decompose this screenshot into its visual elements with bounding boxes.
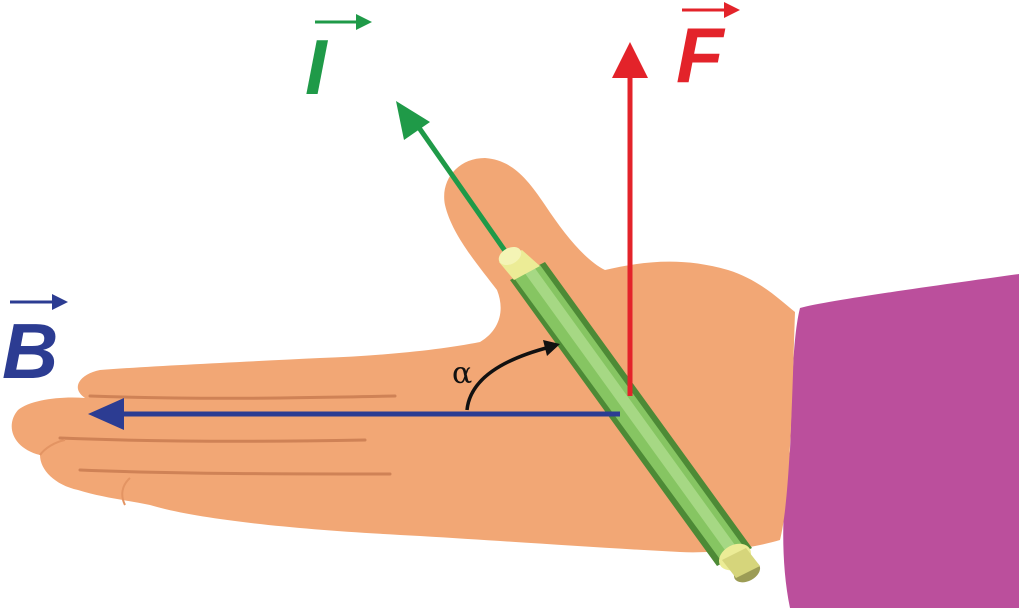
current-symbol: I: [305, 23, 328, 111]
current-label: I: [305, 14, 372, 111]
field-vector-arrowhead: [88, 398, 124, 430]
field-label: B: [2, 294, 68, 395]
angle-label: α: [452, 356, 472, 391]
conductor-rod: [498, 246, 761, 583]
finger-crease: [78, 468, 392, 476]
sleeve: [783, 274, 1019, 608]
angle-arc: [465, 345, 551, 411]
vector-arrow-icon: [356, 14, 372, 30]
current-vector-line: [412, 120, 513, 260]
vector-arrow-icon: [724, 2, 740, 18]
force-label: F: [676, 2, 740, 99]
finger-crease: [39, 439, 66, 456]
finger-crease: [88, 394, 397, 400]
force-symbol: F: [676, 11, 726, 99]
current-vector-arrowhead: [396, 101, 430, 140]
force-vector-arrowhead: [612, 42, 648, 78]
field-symbol: B: [2, 307, 58, 395]
finger-crease: [58, 436, 367, 443]
palm-hand: [11, 158, 796, 553]
finger-crease: [121, 477, 131, 506]
angle-arc-arrowhead: [543, 340, 560, 356]
vector-arrow-icon: [52, 294, 68, 310]
